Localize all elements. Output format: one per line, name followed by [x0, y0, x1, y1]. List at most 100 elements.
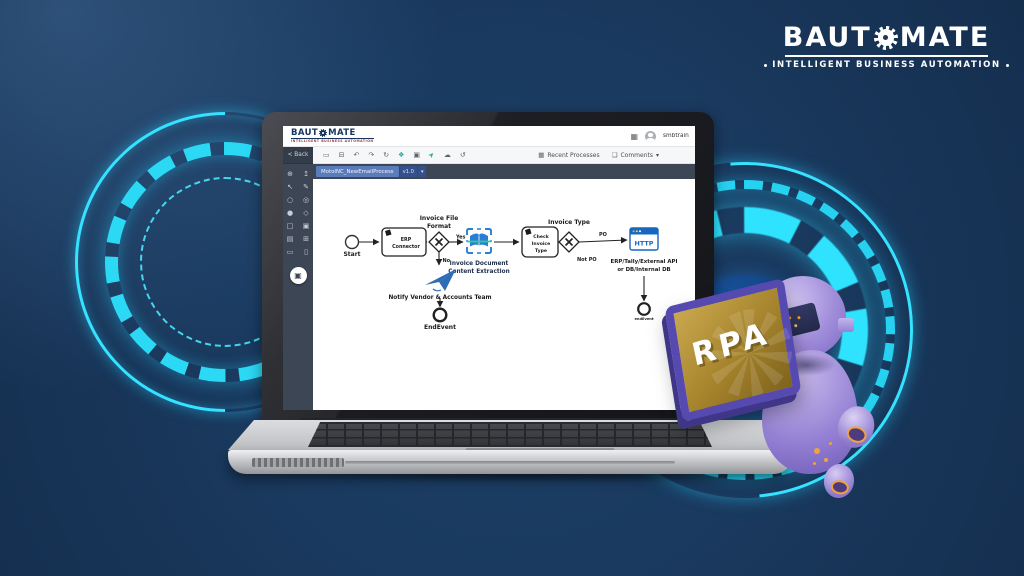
- back-button[interactable]: < Back: [283, 147, 313, 164]
- hero-logo: BAUT MATE INTELLIGENT BUSINESS AUTOMATIO…: [764, 24, 1009, 70]
- comments-icon: ❏: [611, 151, 618, 159]
- app-header-right: ▦ smbtrainin: [630, 130, 689, 142]
- rpa-robot-illustration: RPA: [664, 266, 880, 501]
- erp-label-1: ERP: [401, 237, 412, 243]
- app-header: BAUT MATE INTELLIGENT BUSINESS AUTOMATIO…: [283, 126, 695, 147]
- hero-logo-wordmark: BAUT MATE: [779, 24, 994, 51]
- user-avatar[interactable]: [645, 130, 656, 142]
- laptop-keyboard: [308, 422, 712, 447]
- bpmn-task-invoice-extraction[interactable]: Invoice Document Content Extraction: [448, 228, 510, 275]
- lasso-tool-icon[interactable]: ↥: [303, 169, 309, 178]
- space-tool-icon[interactable]: ↖: [287, 182, 293, 191]
- recent-processes-link[interactable]: ▦ Recent Processes: [538, 151, 599, 159]
- recent-processes-icon: ▦: [538, 151, 545, 159]
- briefcase-icon: ▣: [294, 271, 302, 280]
- participant-icon[interactable]: ▭: [286, 247, 294, 256]
- laptop-vent: [252, 458, 344, 467]
- bpmn-canvas[interactable]: Start ERP Connector: [313, 179, 695, 410]
- task-icon[interactable]: □: [286, 221, 294, 230]
- refresh-icon[interactable]: ↻: [383, 150, 390, 159]
- recent-processes-label: Recent Processes: [547, 151, 600, 159]
- dot-icon: [764, 63, 768, 67]
- data-store-icon[interactable]: ⊞: [303, 234, 309, 243]
- spark-dot: [814, 448, 820, 454]
- brand-suffix: MATE: [328, 127, 356, 138]
- bpmn-task-check-invoice-type[interactable]: Check Invoice Type: [521, 226, 559, 258]
- gw1-label-2: Format: [427, 223, 451, 230]
- end-event-icon[interactable]: ●: [286, 208, 294, 217]
- save-icon[interactable]: ⊟: [338, 150, 345, 159]
- export-icon[interactable]: ▣: [413, 150, 421, 159]
- extract-label-1: Invoice Document: [450, 261, 509, 267]
- redo-icon[interactable]: ↷: [368, 150, 375, 159]
- bpmn-end-event-1[interactable]: EndEvent: [424, 307, 456, 331]
- subprocess-icon[interactable]: ▣: [302, 221, 310, 230]
- dot-icon: [1005, 63, 1009, 67]
- bpmn-task-erp-connector[interactable]: ERP Connector: [381, 227, 427, 257]
- laptop-seam: [345, 461, 675, 464]
- app-brand-wordmark: BAUT MATE: [291, 129, 374, 140]
- bpmn-end-event-2[interactable]: endEvent: [634, 302, 654, 321]
- rpa-panel-label: RPA: [688, 315, 774, 374]
- hand-tool-icon[interactable]: ⊕: [287, 169, 293, 178]
- hero-logo-tagline: INTELLIGENT BUSINESS AUTOMATION: [764, 60, 1009, 70]
- check-label-3: Type: [535, 248, 547, 254]
- bpmn-start-event[interactable]: Start: [343, 234, 361, 259]
- brand-prefix: BAUT: [291, 127, 319, 138]
- service-task-icon: [385, 229, 392, 236]
- toolbar-icons: ▭ ⊟ ↶ ↷ ↻ ❖ ▣ ➤ ☁ ↺: [323, 149, 466, 160]
- hero-logo-suffix: MATE: [899, 22, 991, 53]
- hero-tagline-text: INTELLIGENT BUSINESS AUTOMATION: [772, 60, 1001, 70]
- bpmn-gateway-invoice-type[interactable]: Invoice Type: [548, 219, 590, 253]
- select-frame-icon[interactable]: ▭: [323, 150, 330, 159]
- intermediate-event-icon[interactable]: ◎: [302, 195, 310, 204]
- gateway-icon[interactable]: ◇: [303, 208, 309, 217]
- chevron-down-icon: ▾: [655, 151, 659, 159]
- tab-dropdown-button[interactable]: ▾: [417, 166, 427, 177]
- gear-icon: [873, 25, 898, 50]
- app-brand-logo[interactable]: BAUT MATE INTELLIGENT BUSINESS AUTOMATIO…: [291, 129, 374, 144]
- spark-dot: [824, 458, 828, 462]
- hero-logo-prefix: BAUT: [782, 22, 872, 53]
- brand-tagline: INTELLIGENT BUSINESS AUTOMATION: [291, 139, 374, 144]
- paper-plane-icon: [425, 269, 456, 291]
- robot-ear: [838, 318, 854, 332]
- palette-tools: ⊕ ↥ ↖ ✎ ○ ◎ ● ◇ □ ▣ ▤ ⊞ ▭ ▯: [284, 169, 312, 257]
- process-tab-bar: MotoINC_NewEmailProcess v1.0 ▾: [313, 164, 695, 179]
- laptop-front-edge: [228, 450, 792, 474]
- gear-icon: [319, 128, 328, 137]
- connector-tool-icon[interactable]: ✎: [303, 182, 309, 191]
- data-object-icon[interactable]: ▤: [286, 234, 294, 243]
- tag-icon[interactable]: ❖: [398, 150, 405, 159]
- spark-dot: [829, 442, 832, 445]
- workspace: ▭ ⊟ ↶ ↷ ↻ ❖ ▣ ➤ ☁ ↺ ▦ Recent: [313, 147, 695, 410]
- erp-label-2: Connector: [392, 244, 420, 250]
- username-label[interactable]: smbtrainin: [663, 133, 689, 139]
- comments-label: Comments: [620, 151, 653, 159]
- po-flow-label: PO: [599, 232, 607, 238]
- bpmn-palette-sidebar: < Back ⊕ ↥ ↖ ✎ ○ ◎ ● ◇ □ ▣ ▤ ⊞ ▭ ▯: [283, 147, 313, 410]
- http-label-1: ERP/Tally/External API: [611, 259, 678, 265]
- gw1-label-1: Invoice File: [420, 215, 459, 222]
- process-tab[interactable]: MotoINC_NewEmailProcess: [316, 166, 399, 177]
- history-icon[interactable]: ↺: [459, 150, 466, 159]
- not-po-flow-label: Not PO: [577, 257, 597, 263]
- comments-link[interactable]: ❏ Comments ▾: [612, 151, 659, 159]
- palette-fab-button[interactable]: ▣: [289, 267, 307, 284]
- apps-grid-icon[interactable]: ▦: [630, 131, 638, 141]
- toolbar-right: ▦ Recent Processes ❏ Comments ▾: [538, 151, 659, 159]
- deploy-rocket-icon[interactable]: ➤: [426, 149, 437, 160]
- end-event-1-label: EndEvent: [424, 324, 456, 331]
- bpmn-gateway-invoice-file-format[interactable]: Invoice File Format: [420, 215, 459, 253]
- group-icon[interactable]: ▯: [304, 247, 308, 256]
- service-task-icon: [525, 228, 532, 235]
- editor-toolbar: ▭ ⊟ ↶ ↷ ↻ ❖ ▣ ➤ ☁ ↺ ▦ Recent: [313, 147, 695, 164]
- undo-icon[interactable]: ↶: [353, 150, 360, 159]
- process-version-badge[interactable]: v1.0: [399, 166, 417, 177]
- start-event-icon[interactable]: ○: [286, 195, 294, 204]
- cloud-icon[interactable]: ☁: [443, 150, 451, 159]
- bpmn-task-notify-vendor[interactable]: Notify Vendor & Accounts Team: [388, 269, 492, 301]
- notify-label: Notify Vendor & Accounts Team: [388, 295, 491, 301]
- check-label-1: Check: [533, 234, 549, 240]
- bautomate-app-window: BAUT MATE INTELLIGENT BUSINESS AUTOMATIO…: [283, 126, 695, 410]
